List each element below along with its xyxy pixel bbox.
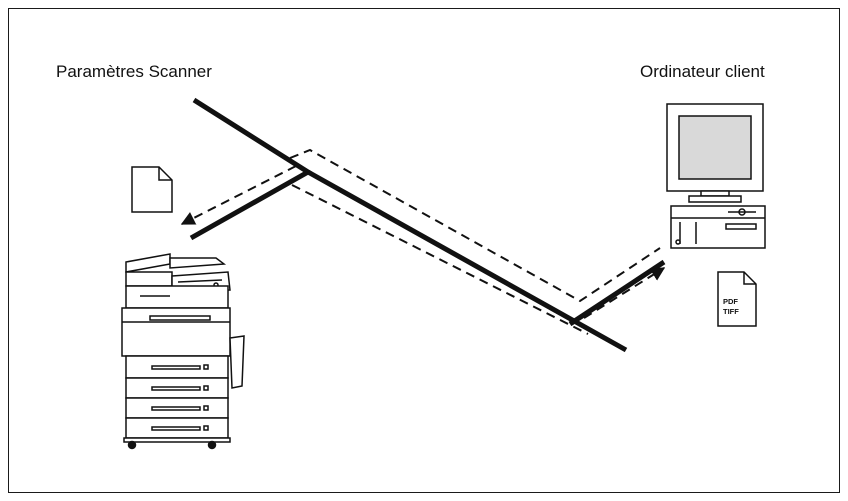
network-line bbox=[189, 97, 666, 353]
tiff-label: TIFF bbox=[723, 307, 739, 316]
client-computer-icon bbox=[666, 103, 766, 249]
scanned-document-icon bbox=[131, 166, 173, 213]
scanner-copier-icon bbox=[121, 253, 245, 450]
pdf-tiff-document-icon: PDF TIFF bbox=[717, 271, 757, 327]
scanner-settings-label: Paramètres Scanner bbox=[56, 62, 212, 81]
pdf-label: PDF bbox=[723, 297, 738, 306]
data-flow-dashed-paths bbox=[180, 148, 666, 335]
client-computer-label: Ordinateur client bbox=[640, 62, 765, 81]
